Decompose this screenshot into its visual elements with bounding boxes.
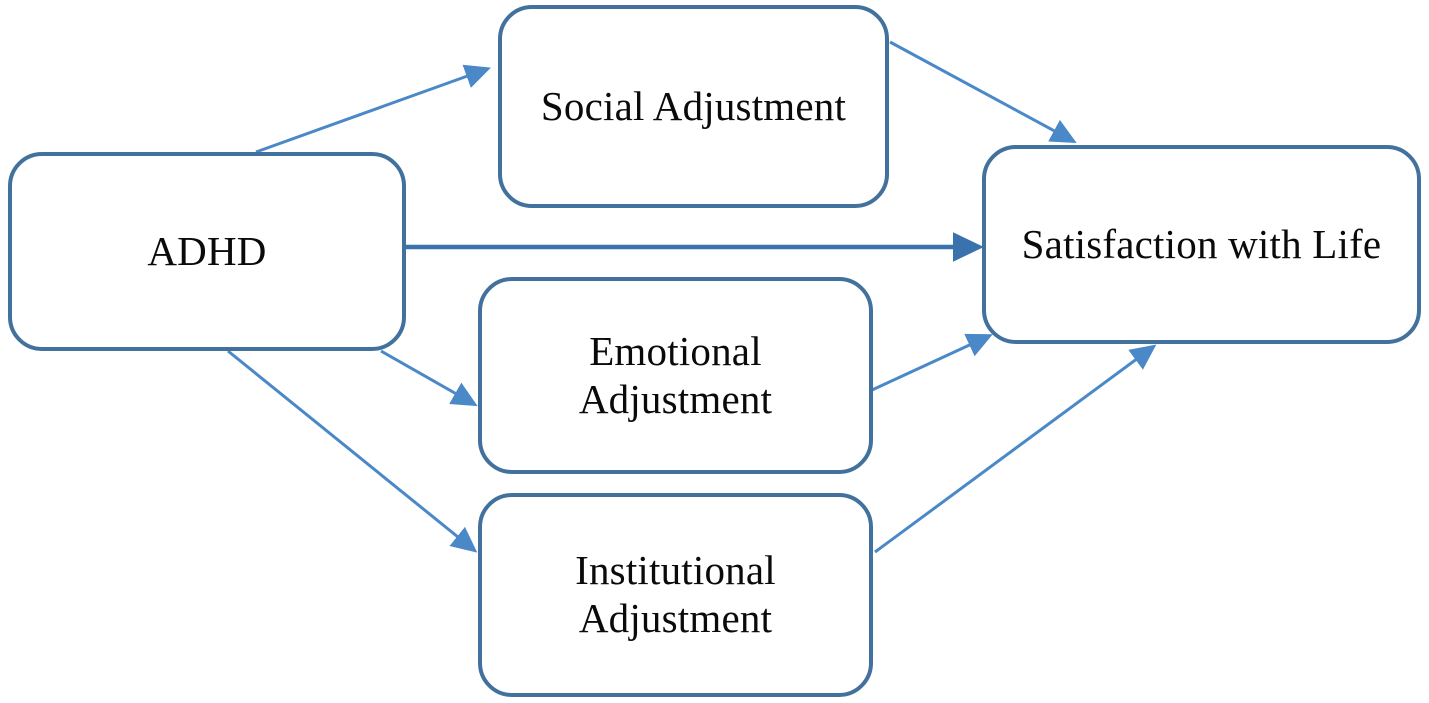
- edge-adhd-to-emotional: [380, 349, 478, 407]
- node-emotional-adjustment[interactable]: Emotional Adjustment: [478, 277, 873, 474]
- node-adhd-label: ADHD: [147, 227, 267, 274]
- node-institutional-adjustment[interactable]: Institutional Adjustment: [478, 493, 873, 697]
- node-social-adjustment[interactable]: Social Adjustment: [498, 5, 889, 208]
- edge-institutional-to-satisfaction: [874, 344, 1157, 554]
- node-adhd[interactable]: ADHD: [8, 152, 406, 351]
- edge-adhd-to-social: [255, 64, 491, 154]
- node-emotional-adjustment-label: Emotional Adjustment: [578, 327, 773, 422]
- edge-social-to-satisfaction: [889, 40, 1077, 143]
- edge-adhd-to-institutional: [227, 349, 478, 553]
- node-satisfaction-with-life-label: Satisfaction with Life: [1021, 220, 1382, 267]
- node-satisfaction-with-life[interactable]: Satisfaction with Life: [982, 145, 1421, 344]
- node-social-adjustment-label: Social Adjustment: [540, 82, 847, 129]
- node-institutional-adjustment-label: Institutional Adjustment: [575, 547, 776, 641]
- edge-emotional-to-satisfaction: [871, 333, 993, 392]
